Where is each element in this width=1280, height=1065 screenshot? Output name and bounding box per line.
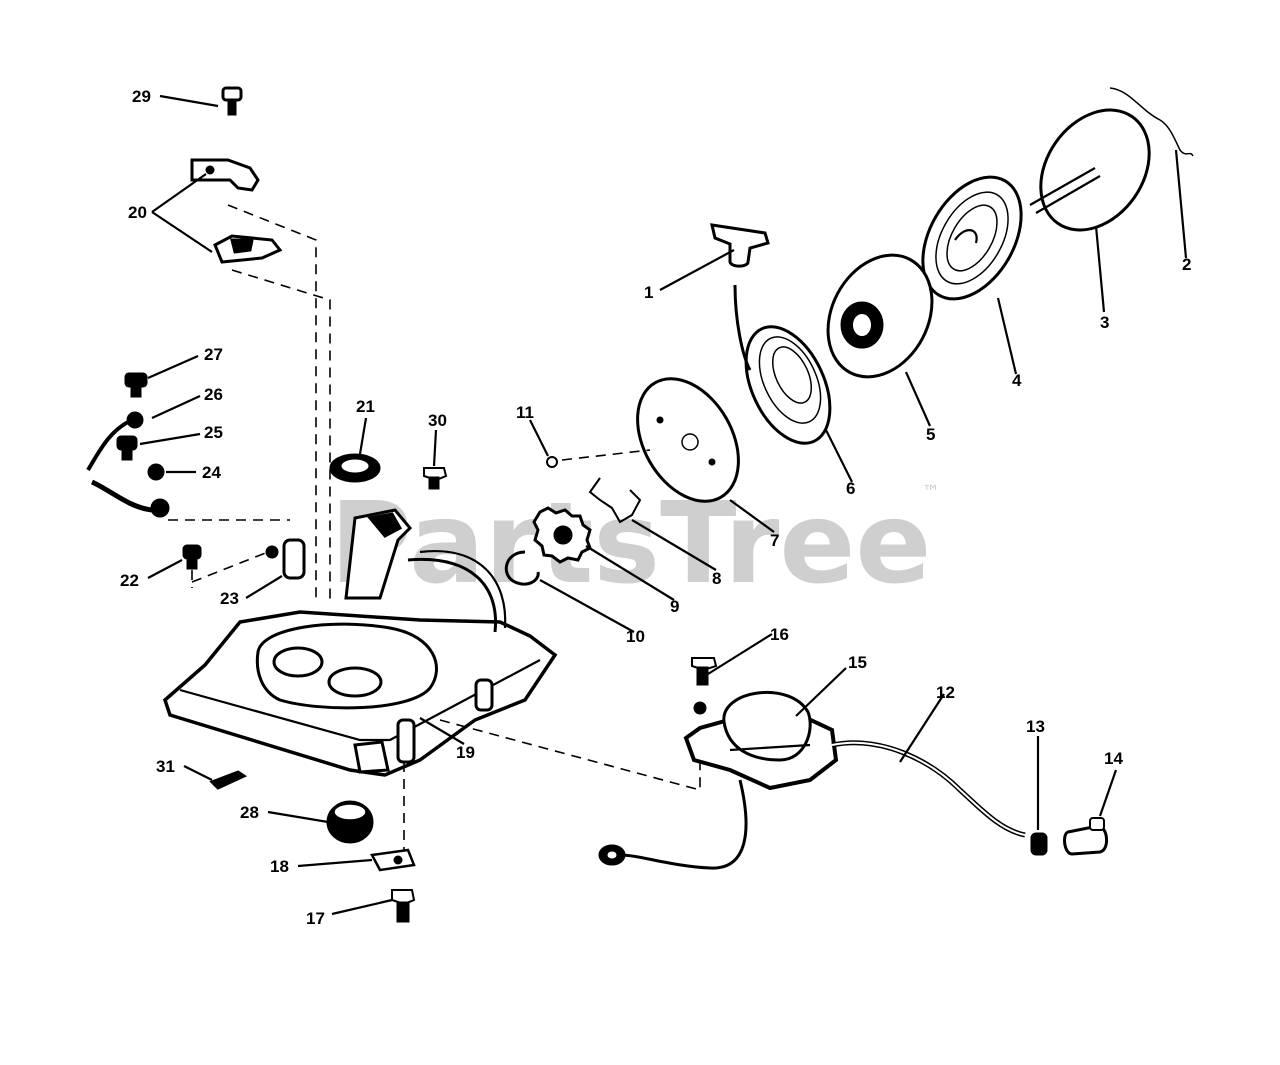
watermark-text: PartsTree [330, 479, 931, 609]
callout-7: 7 [770, 531, 779, 550]
part-18-plate [370, 848, 416, 872]
part-8-brake-spring [588, 477, 642, 524]
part-25-screw [116, 435, 138, 461]
callout-14: 14 [1104, 749, 1123, 768]
callout-23: 23 [220, 589, 239, 608]
watermark-trademark: ™ [922, 482, 940, 503]
ground-wire [598, 779, 748, 870]
callout-27: 27 [204, 345, 223, 364]
part-23-condenser [265, 538, 306, 580]
part-5-pulley [826, 253, 934, 379]
part-9-ratchet [532, 506, 592, 564]
part-2-bracket [1109, 87, 1194, 157]
callout-2: 2 [1182, 255, 1191, 274]
part-7-plate [636, 377, 740, 503]
leader-lines [139, 94, 1188, 916]
callout-17: 17 [306, 909, 325, 928]
callout-20: 20 [128, 203, 147, 222]
part-16-screw [691, 657, 718, 715]
callout-26: 26 [204, 385, 223, 404]
part-19-backplate [162, 508, 558, 777]
callout-8: 8 [712, 569, 721, 588]
callout-labels: 29 20 27 26 25 24 22 23 21 30 11 1 2 3 4… [120, 87, 1191, 928]
callout-31: 31 [156, 757, 175, 776]
callout-24: 24 [202, 463, 221, 482]
part-11-screw [546, 456, 558, 468]
callout-3: 3 [1100, 313, 1109, 332]
part-6-rewind-spring [733, 284, 832, 445]
part-15-ignition-coil [683, 690, 839, 791]
part-13-terminal [1030, 832, 1048, 856]
callout-16: 16 [770, 625, 789, 644]
callout-28: 28 [240, 803, 259, 822]
callout-12: 12 [936, 683, 955, 702]
part-30-screw [423, 467, 448, 490]
callout-4: 4 [1012, 371, 1022, 390]
part-12-spark-plug-wire [831, 740, 1026, 838]
part-14-boot [1063, 817, 1108, 856]
part-10-retainer-ring [504, 550, 540, 586]
part-31-key [209, 770, 248, 790]
callout-5: 5 [926, 425, 935, 444]
part-21-grommet [329, 453, 381, 483]
callout-25: 25 [204, 423, 223, 442]
part-26-wire [86, 411, 144, 472]
part-26-lower-wire [90, 479, 170, 518]
callout-29: 29 [132, 87, 151, 106]
callout-19: 19 [456, 743, 475, 762]
callout-11: 11 [516, 403, 534, 422]
part-17-screw [391, 889, 416, 923]
callout-10: 10 [626, 627, 645, 646]
callout-18: 18 [270, 857, 289, 876]
callout-15: 15 [848, 653, 867, 672]
part-22-screw [182, 544, 202, 570]
callout-21: 21 [356, 397, 375, 416]
callout-6: 6 [846, 479, 855, 498]
part-27-screw [124, 372, 148, 398]
callout-30: 30 [428, 411, 447, 430]
part-28-bearing [326, 800, 374, 844]
part-29-screw [221, 86, 243, 116]
part-1-starter-handle [710, 223, 770, 268]
part-20-brackets [190, 158, 283, 264]
part-24-nut [147, 463, 165, 481]
callout-1: 1 [644, 283, 653, 302]
part-3-starter-cup [1029, 108, 1151, 232]
callout-13: 13 [1026, 717, 1045, 736]
callout-22: 22 [120, 571, 139, 590]
part-4-spring-housing [921, 175, 1023, 301]
callout-9: 9 [670, 597, 679, 616]
